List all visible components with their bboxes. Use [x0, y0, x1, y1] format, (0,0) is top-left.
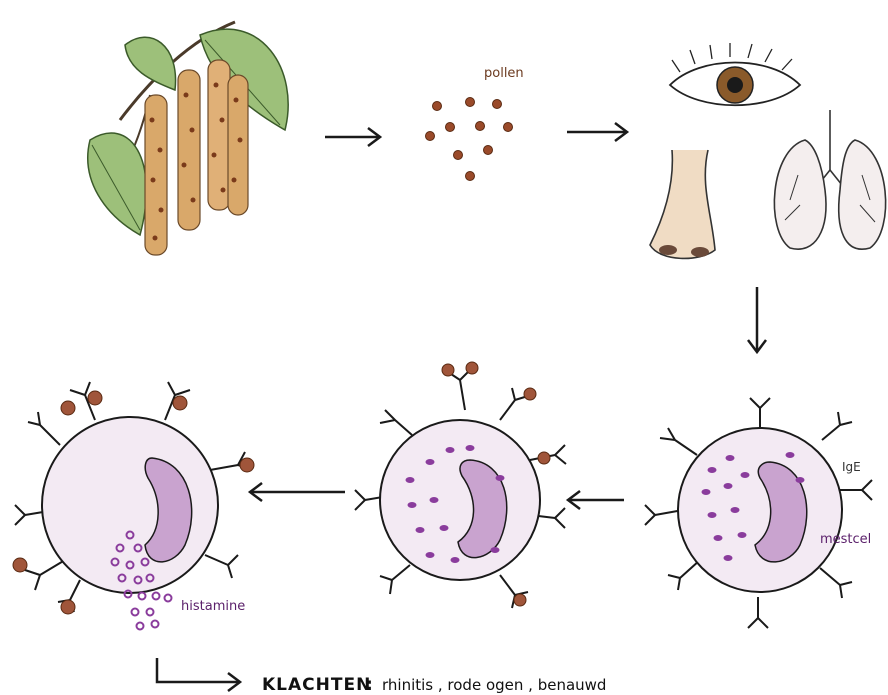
- histamine-label: histamine: [181, 599, 245, 614]
- mast-cell-degranulating: [13, 382, 254, 630]
- arrow-down: [748, 287, 766, 352]
- arrow-left-2: [250, 483, 345, 501]
- pollen-label: pollen: [484, 66, 524, 81]
- arrow-left-1: [568, 491, 624, 509]
- mast-cell-resting: [645, 398, 872, 628]
- nose-icon: [650, 150, 715, 258]
- ige-label: IgE: [842, 460, 861, 474]
- arrow-right-2: [567, 123, 627, 141]
- mast-cell-sensitized: [355, 362, 566, 608]
- mestcel-label: mestcel: [820, 532, 871, 547]
- arrow-to-complaints: [157, 658, 240, 691]
- eye-icon: [670, 43, 800, 105]
- klachten-colon: :: [366, 675, 374, 695]
- arrow-right-1: [325, 128, 380, 146]
- pollen-grains: [426, 98, 513, 181]
- symptoms-text: rhinitis , rode ogen , benauwd: [382, 676, 606, 694]
- birch-branch-icon: [88, 22, 288, 255]
- lungs-icon: [774, 110, 885, 249]
- klachten-label: KLACHTEN: [262, 675, 371, 695]
